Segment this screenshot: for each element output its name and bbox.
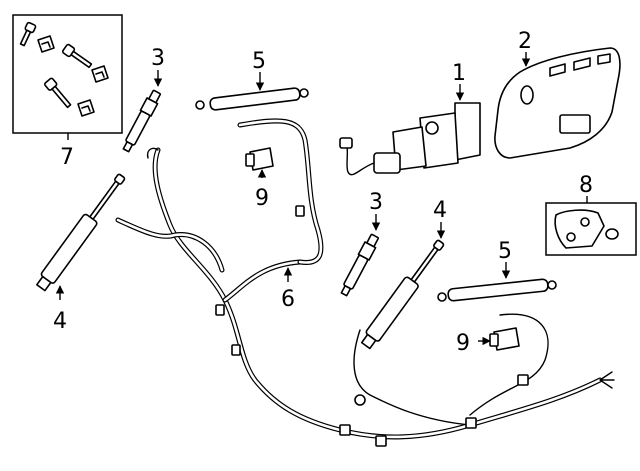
callout-4-left: 4 [53, 309, 67, 334]
part-5-strut-lower[interactable] [437, 262, 557, 302]
callout-5-upper: 5 [252, 49, 266, 74]
part-5-strut-upper[interactable] [195, 72, 309, 111]
callout-4-right: 4 [433, 198, 447, 223]
callout-6: 6 [281, 287, 295, 312]
callout-9-upper: 9 [255, 186, 269, 211]
part-3-sensor-upper[interactable] [121, 70, 163, 153]
callout-1: 1 [452, 61, 466, 86]
part-4-strut-right[interactable] [359, 222, 447, 350]
callout-8: 8 [579, 173, 593, 198]
part-2-housing-cover[interactable] [494, 47, 621, 159]
callout-3-lower: 3 [369, 190, 383, 215]
part-7-hardware-kit[interactable] [12, 14, 123, 140]
part-9-actuator-upper[interactable] [245, 147, 274, 178]
callout-3-upper: 3 [151, 46, 165, 71]
part-3-sensor-lower[interactable] [339, 214, 381, 297]
part-1-control-module[interactable] [339, 84, 481, 176]
part-8-bracket-kit[interactable] [545, 196, 637, 256]
part-9-actuator-lower[interactable] [478, 327, 520, 351]
callout-2: 2 [518, 29, 532, 54]
part-4-strut-left[interactable] [34, 171, 128, 300]
part-6-wiring-harness[interactable] [115, 118, 615, 447]
callout-9-lower: 9 [456, 331, 470, 356]
callout-5-lower: 5 [498, 239, 512, 264]
callout-7: 7 [60, 145, 74, 170]
